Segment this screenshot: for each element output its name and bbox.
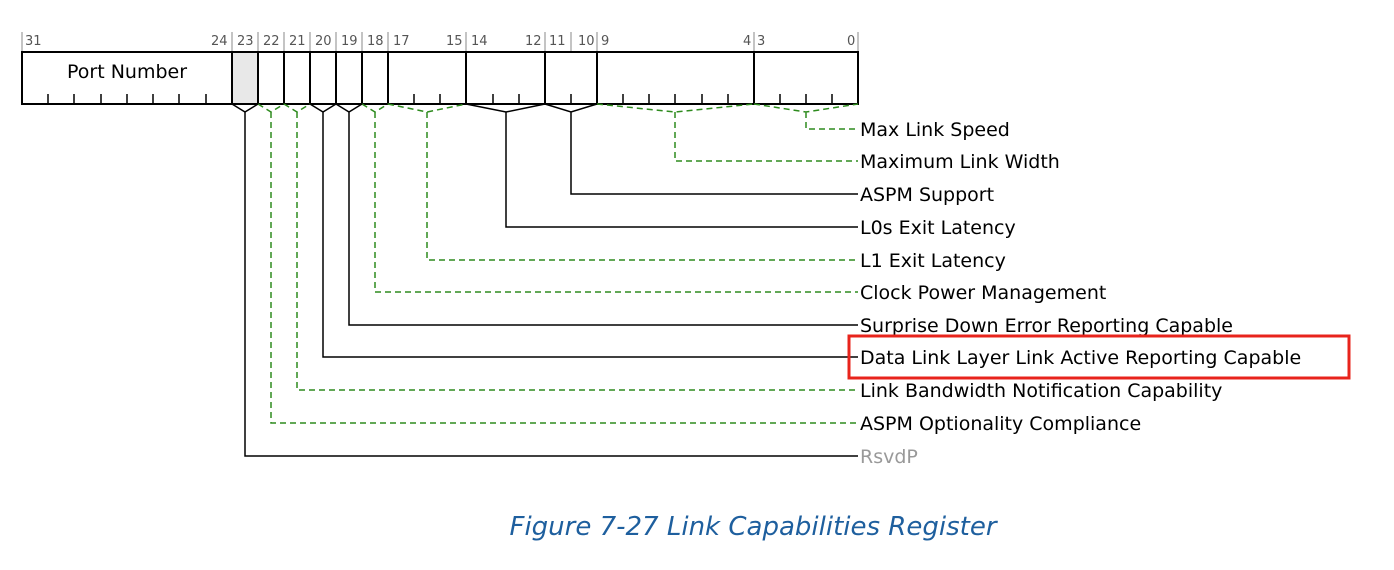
bit-19: 19 — [341, 34, 358, 49]
bit-0: 0 — [847, 34, 855, 49]
leader-maximum-link-width — [596, 103, 858, 162]
field-port-number: Port Number — [67, 61, 187, 83]
bit-31: 31 — [25, 34, 42, 49]
leader-rsvdp — [231, 103, 858, 457]
leader-link-bandwidth — [283, 103, 858, 391]
register-box: Port Number — [21, 51, 859, 105]
label-l0s-exit-latency: L0s Exit Latency — [860, 217, 1016, 239]
bit-22: 22 — [263, 34, 280, 49]
bit-23: 23 — [237, 34, 254, 49]
field-dividers — [231, 52, 755, 104]
leader-max-link-speed — [753, 103, 859, 130]
leader-surprise-down — [335, 103, 858, 326]
bit-boundary-guides — [21, 32, 859, 52]
label-aspm-optionality: ASPM Optionality Compliance — [860, 413, 1141, 435]
label-maximum-link-width: Maximum Link Width — [860, 151, 1060, 173]
bit-18: 18 — [367, 34, 384, 49]
reserved-field-fill — [232, 52, 258, 104]
label-max-link-speed: Max Link Speed — [860, 119, 1010, 141]
bit-12: 12 — [525, 34, 542, 49]
leader-aspm-support — [544, 103, 858, 195]
bit-17: 17 — [393, 34, 410, 49]
leader-data-link-layer — [309, 103, 858, 358]
label-clock-power-management: Clock Power Management — [860, 282, 1106, 304]
bit-15: 15 — [446, 34, 463, 49]
bit-numbers: 31 24 23 22 21 20 19 18 17 15 14 12 11 1… — [25, 34, 855, 49]
bit-3: 3 — [757, 34, 765, 49]
leader-lines — [231, 103, 859, 457]
leader-aspm-optionality — [257, 103, 858, 424]
leader-l0s-exit-latency — [465, 103, 858, 228]
label-data-link-layer: Data Link Layer Link Active Reporting Ca… — [860, 347, 1301, 369]
label-surprise-down: Surprise Down Error Reporting Capable — [860, 315, 1233, 337]
field-description-labels: Max Link Speed Maximum Link Width ASPM S… — [860, 119, 1301, 468]
figure-caption: Figure 7-27 Link Capabilities Register — [509, 512, 998, 542]
label-aspm-support: ASPM Support — [860, 184, 994, 206]
bit-4: 4 — [743, 34, 751, 49]
leader-l1-exit-latency — [387, 103, 858, 261]
label-link-bandwidth: Link Bandwidth Notification Capability — [860, 380, 1222, 402]
leader-clock-power-management — [361, 103, 858, 293]
bit-11: 11 — [549, 34, 566, 49]
bit-14: 14 — [471, 34, 488, 49]
bit-9: 9 — [601, 34, 609, 49]
bit-20: 20 — [315, 34, 332, 49]
bit-ticks — [47, 94, 833, 104]
bit-24: 24 — [211, 34, 228, 49]
bit-10: 10 — [578, 34, 595, 49]
label-rsvdp: RsvdP — [860, 446, 918, 468]
highlight-box — [847, 334, 1351, 380]
label-l1-exit-latency: L1 Exit Latency — [860, 250, 1006, 272]
bit-21: 21 — [289, 34, 306, 49]
